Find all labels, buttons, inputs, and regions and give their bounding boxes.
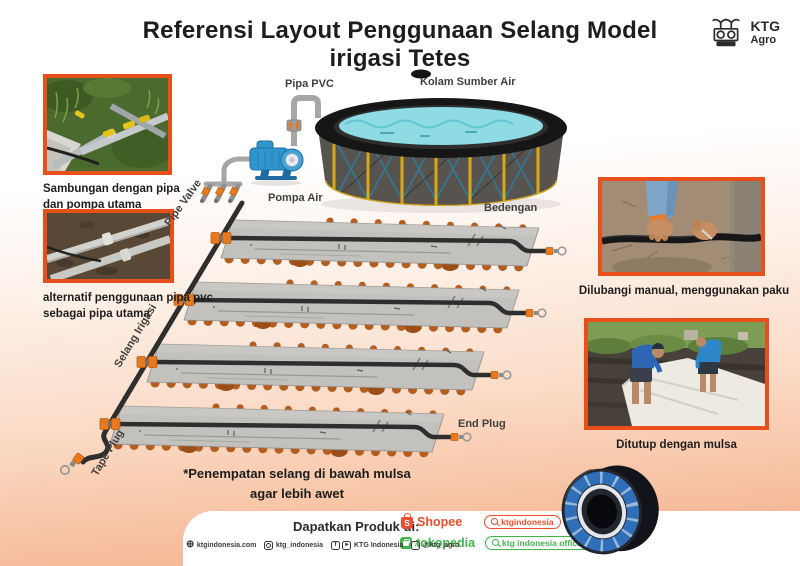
title-line1: Referensi Layout Penggunaan Selang Model xyxy=(142,17,658,44)
youtube-icon: ▸ xyxy=(342,540,352,550)
label-kolam-sumber-air: Kolam Sumber Air xyxy=(420,76,516,88)
photo-pvc-alternative xyxy=(43,209,174,283)
photo-manual-punching xyxy=(598,177,765,276)
bedengan-beds xyxy=(109,217,540,458)
drip-tape-spool-product xyxy=(552,462,664,562)
social-facebook-youtube-label: KTG Indonesia xyxy=(353,541,404,549)
shopee-icon xyxy=(401,513,413,529)
pipe-valve-manifold-illustration xyxy=(200,156,243,203)
caption-manual-punching: Dilubangi manual, menggunakan paku xyxy=(578,285,790,297)
water-pump-illustration xyxy=(238,140,304,186)
social-tiktok: ♪ @ktg_agro xyxy=(411,540,460,550)
social-instagram: ktg_indonesia xyxy=(264,540,323,550)
main-irrigation-pipe xyxy=(80,200,245,465)
photo-art-grass-pipes xyxy=(47,78,168,171)
caption-mulch-covering: Ditutup dengan mulsa xyxy=(616,439,737,451)
photo-pipe-pump-connection xyxy=(43,74,172,175)
caption-pipe-pump-connection: Sambungan dengan pipa dan pompa utama xyxy=(43,183,180,212)
tank-rim-clamp xyxy=(411,69,431,79)
bedengan-bed xyxy=(109,403,445,458)
social-links-row: ⊕ ktgindonesia.com ktg_indonesia f ▸ KTG… xyxy=(186,540,459,550)
social-tiktok-label: @ktg_agro xyxy=(422,541,460,549)
social-website: ⊕ ktgindonesia.com xyxy=(186,540,256,550)
tiktok-icon: ♪ xyxy=(411,540,421,550)
search-icon xyxy=(492,539,500,546)
label-end-plug: End Plug xyxy=(458,418,506,430)
hose-connectors xyxy=(99,232,232,430)
tape-plug-fitting xyxy=(59,452,84,476)
bedengan-bed xyxy=(183,279,520,334)
store-row-shopee: Shopee ktgindonesia xyxy=(401,513,561,530)
photo-art-mulch-field xyxy=(588,322,765,426)
note-line2: agar lebih awet xyxy=(250,486,344,502)
shopee-search-pill: ktgindonesia xyxy=(484,514,561,529)
pvc-pipe-illustration xyxy=(286,95,321,146)
title-line2: irigasi Tetes xyxy=(329,45,471,73)
social-facebook-youtube: f ▸ KTG Indonesia xyxy=(330,540,404,550)
tokopedia-handle: ktg indonesia official xyxy=(502,537,587,548)
photo-art-soil-pvc xyxy=(47,213,170,279)
search-icon xyxy=(491,518,499,525)
footer-heading: Dapatkan Produk di: xyxy=(293,519,420,534)
social-website-label: ktgindonesia.com xyxy=(196,541,257,549)
store-row-tokopedia: tokopedia ktg indonesia official xyxy=(400,535,594,550)
label-pompa-air: Pompa Air xyxy=(268,192,323,204)
brand-logo: KTG Agro xyxy=(708,14,780,50)
instagram-icon xyxy=(264,540,274,550)
ktg-agro-logo-icon xyxy=(712,18,740,47)
end-plug-fittings xyxy=(450,246,567,442)
photo-art-hands-nail xyxy=(602,181,761,272)
bedengan-bed xyxy=(220,217,540,272)
photo-mulch-covering xyxy=(584,318,769,430)
brand-name: KTG xyxy=(750,17,780,34)
caption-pvc-alternative: alternatif penggunaan pipa pvc sebagai p… xyxy=(43,292,213,321)
bedengan-bed xyxy=(146,341,485,396)
shopee-handle: ktgindonesia xyxy=(501,516,554,527)
shopee-name: Shopee xyxy=(417,514,463,529)
label-pipa-pvc: Pipa PVC xyxy=(285,78,334,90)
tokopedia-name: tokopedia xyxy=(416,535,476,550)
page-title: Referensi Layout Penggunaan Selang Model… xyxy=(110,17,690,74)
tokopedia-icon xyxy=(400,536,412,549)
mulch-placement-note: *Penempatan selang di bawah mulsa agar l… xyxy=(172,464,422,504)
globe-icon: ⊕ xyxy=(186,539,195,550)
facebook-icon: f xyxy=(330,540,340,550)
brand-subname: Agro xyxy=(750,33,777,46)
bed-hoses xyxy=(116,235,548,440)
social-instagram-label: ktg_indonesia xyxy=(275,541,323,549)
water-tank-illustration xyxy=(315,69,567,213)
label-bedengan: Bedengan xyxy=(484,202,538,214)
drip-tape-spool-art xyxy=(561,465,659,555)
note-line1: *Penempatan selang di bawah mulsa xyxy=(183,466,411,481)
